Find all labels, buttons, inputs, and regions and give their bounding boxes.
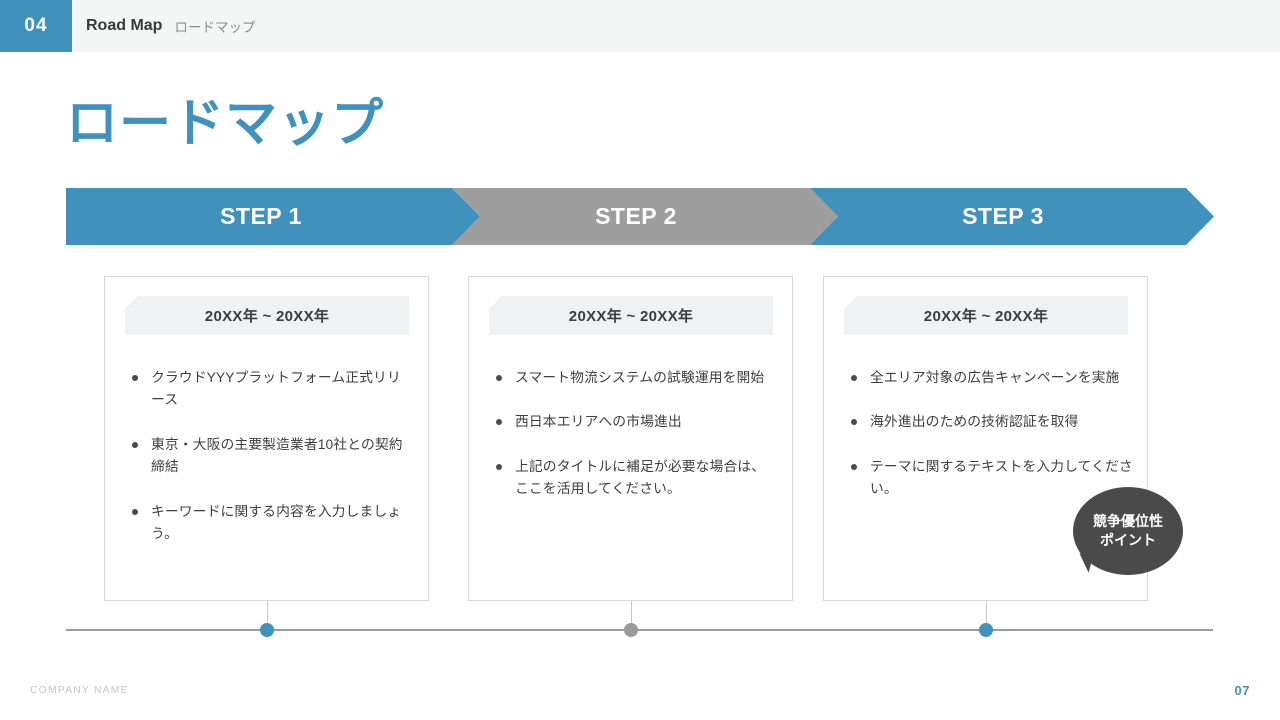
card-date-label-1: 20XX年 ~ 20XX年 — [125, 296, 409, 335]
card-bullet-list-2: スマート物流システムの試験運用を開始 西日本エリアへの市場進出 上記のタイトルに… — [493, 367, 778, 523]
slide-header-bar: 04 Road Map ロードマップ — [0, 0, 1280, 52]
list-item: 海外進出のための技術認証を取得 — [848, 411, 1133, 433]
card-bullet-list-3: 全エリア対象の広告キャンペーンを実施 海外進出のための技術認証を取得 テーマに関… — [848, 367, 1133, 523]
roadmap-card-2: 20XX年 ~ 20XX年 スマート物流システムの試験運用を開始 西日本エリアへ… — [468, 276, 793, 601]
timeline-dot-1 — [260, 623, 274, 637]
card-bullet-list-1: クラウドYYYプラットフォーム正式リリース 東京・大阪の主要製造業者10社との契… — [129, 367, 414, 568]
timeline-dot-2 — [624, 623, 638, 637]
card-date-label-2: 20XX年 ~ 20XX年 — [489, 296, 773, 335]
step-chevron-3: STEP 3 — [810, 188, 1214, 245]
header-title-group: Road Map ロードマップ — [86, 0, 255, 52]
list-item: 全エリア対象の広告キャンペーンを実施 — [848, 367, 1133, 389]
callout-line-1: 競争優位性 — [1093, 513, 1163, 530]
page-title: ロードマップ — [66, 95, 385, 153]
roadmap-card-3: 20XX年 ~ 20XX年 全エリア対象の広告キャンペーンを実施 海外進出のため… — [823, 276, 1148, 601]
step-label-1: STEP 1 — [220, 203, 302, 229]
timeline-dot-3 — [979, 623, 993, 637]
list-item: テーマに関するテキストを入力してください。 — [848, 456, 1133, 501]
card-date-label-3: 20XX年 ~ 20XX年 — [844, 296, 1128, 335]
list-item: 東京・大阪の主要製造業者10社との契約締結 — [129, 434, 414, 479]
header-title-jp: ロードマップ — [174, 20, 256, 35]
callout-speech-bubble: 競争優位性 ポイント — [1073, 487, 1183, 575]
timeline-axis — [66, 629, 1213, 631]
footer-company-name: COMPANY NAME — [30, 684, 129, 696]
list-item: キーワードに関する内容を入力しましょう。 — [129, 501, 414, 546]
list-item: 西日本エリアへの市場進出 — [493, 411, 778, 433]
callout-line-2: ポイント — [1100, 532, 1156, 548]
list-item: クラウドYYYプラットフォーム正式リリース — [129, 367, 414, 412]
timeline-stem-1 — [267, 601, 268, 630]
list-item: 上記のタイトルに補足が必要な場合は、ここを活用してください。 — [493, 456, 778, 501]
timeline-stem-3 — [986, 601, 987, 630]
roadmap-card-1: 20XX年 ~ 20XX年 クラウドYYYプラットフォーム正式リリース 東京・大… — [104, 276, 429, 601]
header-title-en: Road Map — [86, 17, 163, 34]
step-chevron-bar: STEP 1 STEP 2 STEP 3 — [66, 188, 1214, 245]
timeline-stem-2 — [631, 601, 632, 630]
list-item: スマート物流システムの試験運用を開始 — [493, 367, 778, 389]
footer-page-number: 07 — [1234, 683, 1250, 698]
step-chevron-1: STEP 1 — [66, 188, 480, 245]
step-chevron-2: STEP 2 — [452, 188, 838, 245]
section-number-badge: 04 — [0, 0, 72, 52]
step-label-2: STEP 2 — [595, 203, 677, 229]
step-label-3: STEP 3 — [962, 203, 1044, 229]
